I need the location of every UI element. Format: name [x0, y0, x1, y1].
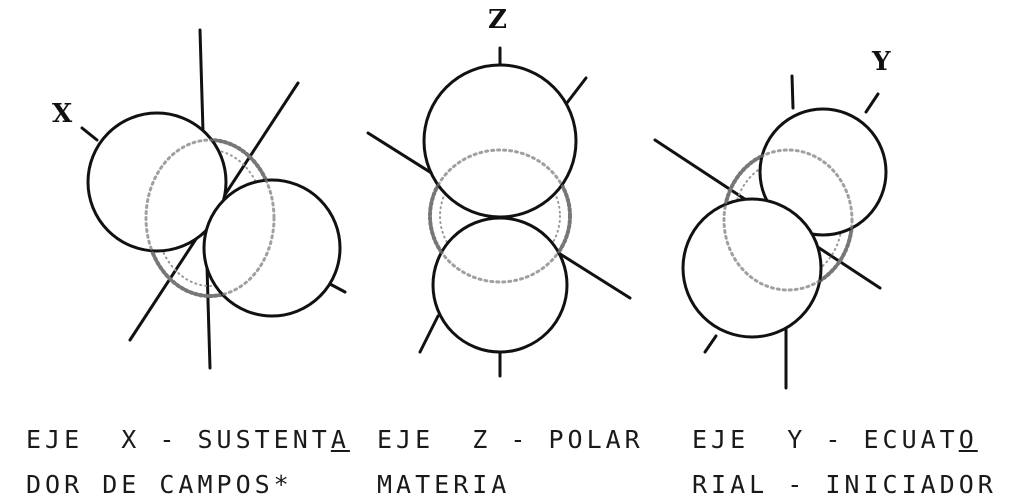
- y-axis-lobe-upper: [758, 107, 888, 237]
- z-axis-lobe-upper: [422, 63, 578, 219]
- z-axis-dotted-torus-front: [428, 148, 572, 284]
- y-axis-vertical-top: [790, 74, 795, 110]
- y-axis-caption-underlined: O: [958, 425, 978, 454]
- z-axis-label: Z: [488, 5, 507, 35]
- x-axis-tick-left: [80, 126, 99, 142]
- y-axis-lobe-lower: [681, 197, 823, 339]
- x-axis-orbital: [80, 28, 347, 370]
- z-axis-orbital: [366, 46, 632, 378]
- x-axis-caption-line2: DOR DE CAMPOS*: [26, 470, 293, 499]
- y-axis-tick-upper-right: [864, 92, 880, 114]
- x-axis-dotted-torus-front: [144, 138, 276, 298]
- z-axis-lobe-lower: [431, 216, 569, 354]
- y-axis-dotted-torus-front: [722, 148, 854, 292]
- x-axis-lobe-lower: [202, 178, 342, 318]
- y-axis-caption-main: EJE Y - ECUAT: [692, 425, 959, 454]
- z-axis-tick-lower-left: [418, 314, 440, 354]
- y-axis-label: Y: [871, 47, 891, 77]
- x-axis-caption-underlined: A: [330, 425, 350, 454]
- y-axis-caption-line1: EJE Y - ECUATO: [692, 425, 978, 454]
- x-axis-caption-main: EJE X - SUSTENT: [26, 425, 331, 454]
- y-axis-tick-lower-left: [703, 334, 718, 354]
- x-axis-lobe-upper: [86, 111, 228, 253]
- x-axis-label: X: [52, 99, 73, 129]
- x-axis-caption-line1: EJE X - SUSTENTA: [26, 425, 350, 454]
- z-axis-caption-line1: EJE Z - POLAR: [377, 425, 644, 454]
- x-axis-tick-right: [328, 282, 347, 294]
- y-axis-orbital: [653, 74, 888, 390]
- z-axis-caption-line2: MATERIA: [377, 470, 511, 499]
- y-axis-caption-line2: RIAL - INICIADOR: [692, 470, 997, 499]
